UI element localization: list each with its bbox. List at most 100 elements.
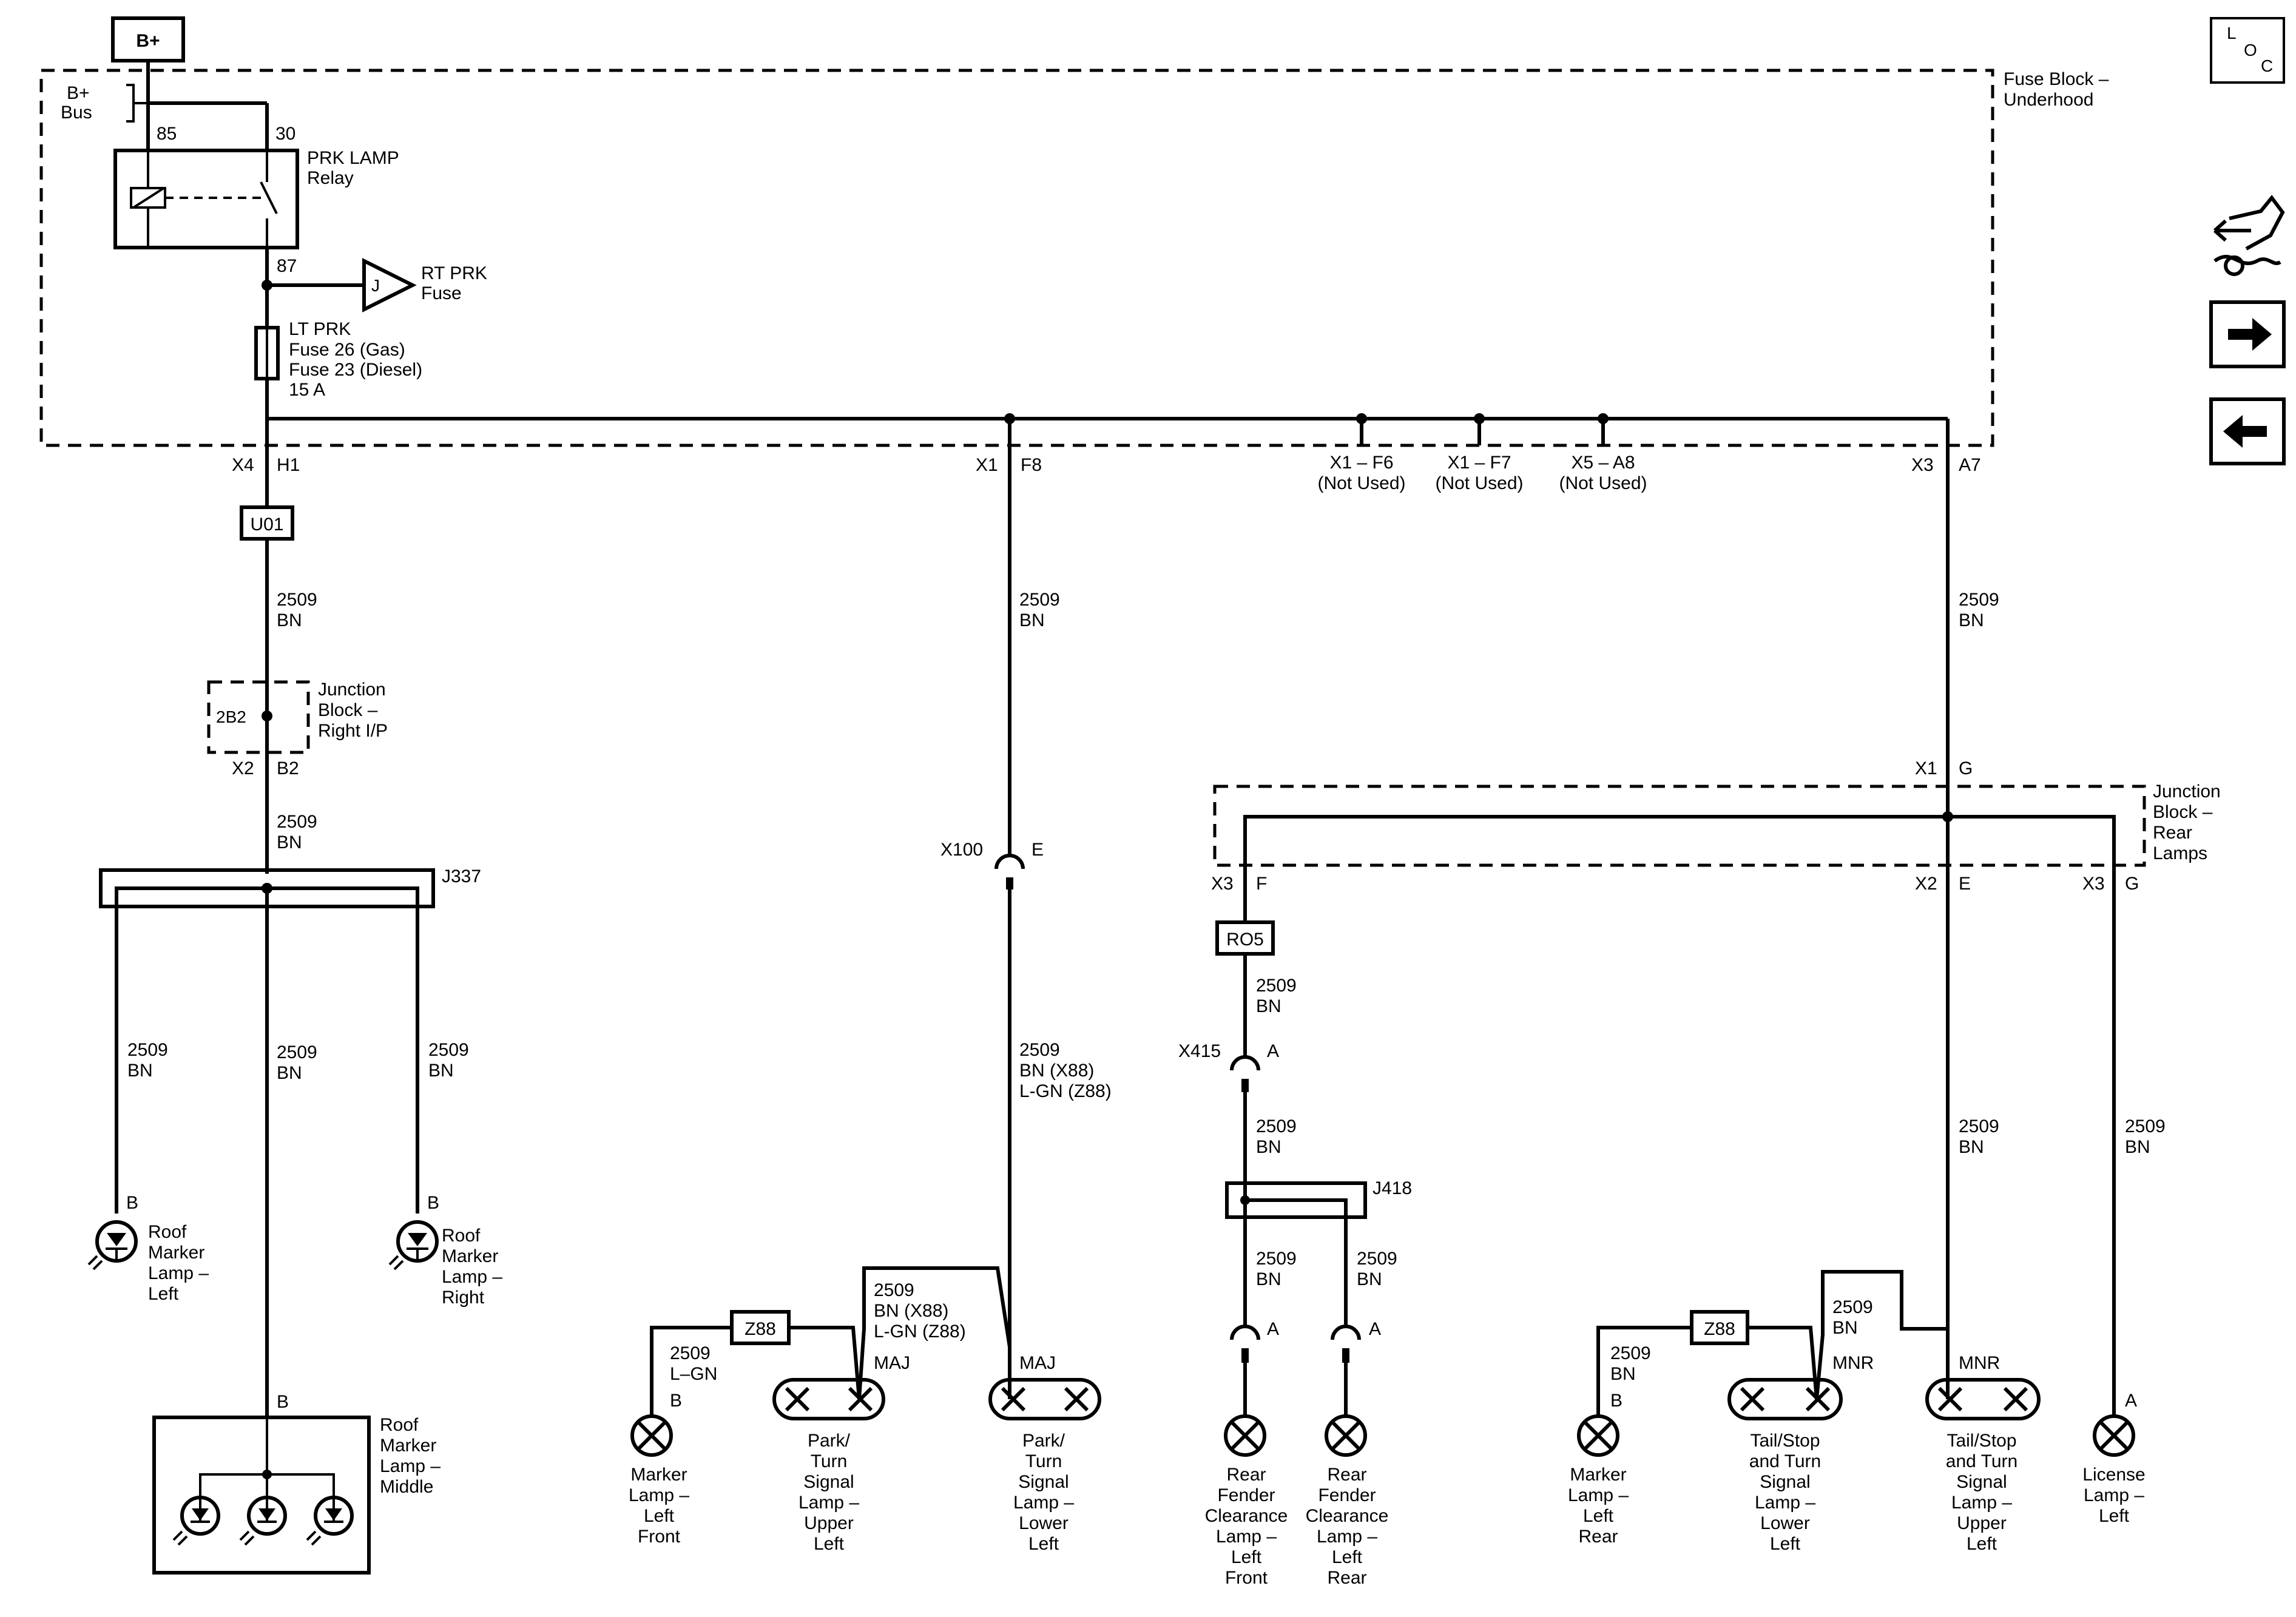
svg-text:2509: 2509: [1256, 976, 1297, 996]
svg-text:and Turn: and Turn: [1749, 1451, 1821, 1471]
junction-block-right-ip: [207, 680, 310, 754]
svg-text:F8: F8: [1021, 455, 1042, 475]
inline-connector-icon: [1331, 1325, 1361, 1363]
svg-text:Fuse: Fuse: [421, 283, 462, 303]
roof-marker-lamp-middle-label: Roof Marker Lamp – Middle: [380, 1415, 441, 1497]
previous-page-button[interactable]: [2209, 397, 2286, 465]
j418-splice: [1225, 1181, 1367, 1219]
lt-prk-fuse-label: LT PRK: [289, 319, 351, 339]
svg-text:Junction: Junction: [2153, 781, 2221, 802]
svg-text:MAJ: MAJ: [1019, 1353, 1056, 1373]
svg-text:C: C: [2261, 56, 2273, 75]
svg-text:Left: Left: [2099, 1506, 2130, 1526]
svg-text:Right: Right: [442, 1288, 485, 1308]
svg-text:2509: 2509: [1832, 1297, 1873, 1317]
svg-text:2509: 2509: [1959, 590, 1999, 610]
svg-text:L-GN (Z88): L-GN (Z88): [1019, 1081, 1112, 1101]
fuse-block-underhood-outline: [39, 69, 1994, 447]
svg-text:Left: Left: [1967, 1534, 1997, 1554]
fuse-block-label: Fuse Block – Underhood: [2004, 69, 2109, 110]
svg-text:X1: X1: [976, 455, 998, 475]
svg-text:Z88: Z88: [1704, 1319, 1735, 1339]
svg-text:Left: Left: [814, 1534, 845, 1554]
x415-connector: X415 A: [1178, 1041, 1279, 1092]
bulb-lamp-icon: [1325, 1414, 1367, 1457]
svg-text:Signal: Signal: [1760, 1472, 1810, 1492]
bulb-lamp-icon: [2093, 1414, 2135, 1457]
svg-text:(Not Used): (Not Used): [1435, 473, 1523, 493]
svg-text:Fuse 23 (Diesel): Fuse 23 (Diesel): [289, 360, 422, 380]
svg-text:E: E: [1032, 840, 1044, 860]
svg-text:2509: 2509: [1357, 1249, 1397, 1269]
svg-text:MNR: MNR: [1959, 1353, 2000, 1373]
svg-text:BN: BN: [2125, 1137, 2150, 1157]
svg-text:Middle: Middle: [380, 1477, 433, 1497]
svg-text:L-GN (Z88): L-GN (Z88): [874, 1322, 966, 1342]
svg-text:2509: 2509: [1610, 1343, 1651, 1363]
svg-text:Lamps: Lamps: [2153, 843, 2207, 863]
svg-text:BN: BN: [1832, 1318, 1858, 1338]
park-turn-lamp-upper-left-label: Park/ Turn Signal Lamp – Upper Left: [799, 1431, 859, 1554]
svg-text:Fender: Fender: [1318, 1485, 1376, 1505]
svg-text:BN: BN: [1959, 1137, 1984, 1157]
svg-text:2509: 2509: [1019, 590, 1060, 610]
svg-text:Upper: Upper: [1957, 1513, 2007, 1533]
svg-text:Right I/P: Right I/P: [318, 721, 388, 741]
svg-text:J418: J418: [1373, 1178, 1412, 1198]
b-plus-label: B+: [136, 31, 160, 51]
svg-text:G: G: [2125, 874, 2139, 894]
tail-stop-turn-lamp-upper-left-label: Tail/Stop and Turn Signal Lamp – Upper L…: [1946, 1431, 2017, 1554]
lt-prk-fuse: LT PRK Fuse 26 (Gas) Fuse 23 (Diesel) 15…: [254, 285, 422, 419]
svg-text:Left: Left: [1583, 1506, 1614, 1526]
svg-text:MAJ: MAJ: [874, 1353, 910, 1373]
next-page-button[interactable]: [2209, 300, 2286, 368]
svg-text:2509: 2509: [1256, 1249, 1297, 1269]
license-lamp-left-label: License Lamp – Left: [2082, 1465, 2145, 1526]
svg-text:L–GN: L–GN: [670, 1364, 717, 1384]
loc-icon[interactable]: [2210, 17, 2285, 84]
next-page-icon[interactable]: [2209, 300, 2286, 368]
main-bus: [267, 413, 1948, 445]
loc-button[interactable]: L O C: [2210, 17, 2285, 84]
svg-text:O: O: [2244, 41, 2257, 59]
svg-text:Roof: Roof: [148, 1222, 187, 1242]
svg-text:Marker: Marker: [630, 1465, 687, 1485]
led-lamp-icon: [172, 1496, 220, 1546]
svg-text:X415: X415: [1178, 1041, 1221, 1061]
roof-marker-lamp-right-label: Roof Marker Lamp – Right: [442, 1226, 502, 1308]
prk-lamp-relay: 85 30 PRK LAMP Relay 87: [113, 101, 399, 285]
svg-text:2509: 2509: [2125, 1116, 2166, 1136]
dual-bulb-lamp-icon: [1925, 1378, 2041, 1420]
rt-prk-fuse-feed: J RT PRK Fuse: [262, 258, 487, 312]
rear-fender-clearance-lamp-left-front-label: Rear Fender Clearance Lamp – Left Front: [1205, 1465, 1288, 1588]
svg-text:2509: 2509: [1256, 1116, 1297, 1136]
svg-text:15 A: 15 A: [289, 380, 325, 400]
svg-text:X5 – A8: X5 – A8: [1571, 453, 1635, 473]
svg-text:Lamp –: Lamp –: [148, 1263, 209, 1283]
led-lamp-icon: [388, 1220, 439, 1271]
svg-text:BN: BN: [1256, 1137, 1281, 1157]
svg-text:Junction: Junction: [318, 680, 386, 700]
svg-text:Lamp –: Lamp –: [629, 1485, 689, 1505]
svg-text:Fuse Block –: Fuse Block –: [2004, 69, 2109, 89]
svg-text:BN: BN: [1019, 610, 1045, 630]
svg-text:Signal: Signal: [1018, 1472, 1069, 1492]
svg-text:Left: Left: [644, 1506, 675, 1526]
svg-text:Block –: Block –: [2153, 802, 2213, 822]
svg-text:Front: Front: [1225, 1568, 1268, 1588]
svg-text:B+: B+: [67, 83, 90, 103]
svg-text:Lamp –: Lamp –: [1317, 1527, 1377, 1547]
svg-text:Left: Left: [1231, 1547, 1262, 1567]
svg-text:Underhood: Underhood: [2004, 90, 2093, 110]
svg-text:Bus: Bus: [61, 103, 92, 123]
svg-text:2509: 2509: [1019, 1040, 1060, 1060]
svg-text:Front: Front: [638, 1527, 681, 1547]
svg-text:B2: B2: [277, 758, 299, 778]
svg-text:Turn: Turn: [811, 1451, 848, 1471]
previous-page-icon[interactable]: [2209, 397, 2286, 465]
connector-view-icon[interactable]: [2213, 195, 2285, 276]
park-turn-lamp-lower-left-label: Park/ Turn Signal Lamp – Lower Left: [1013, 1431, 1074, 1554]
bulb-lamp-icon: [630, 1414, 673, 1457]
rt-prk-fuse-label: RT PRK: [421, 263, 487, 283]
svg-text:and Turn: and Turn: [1946, 1451, 2017, 1471]
